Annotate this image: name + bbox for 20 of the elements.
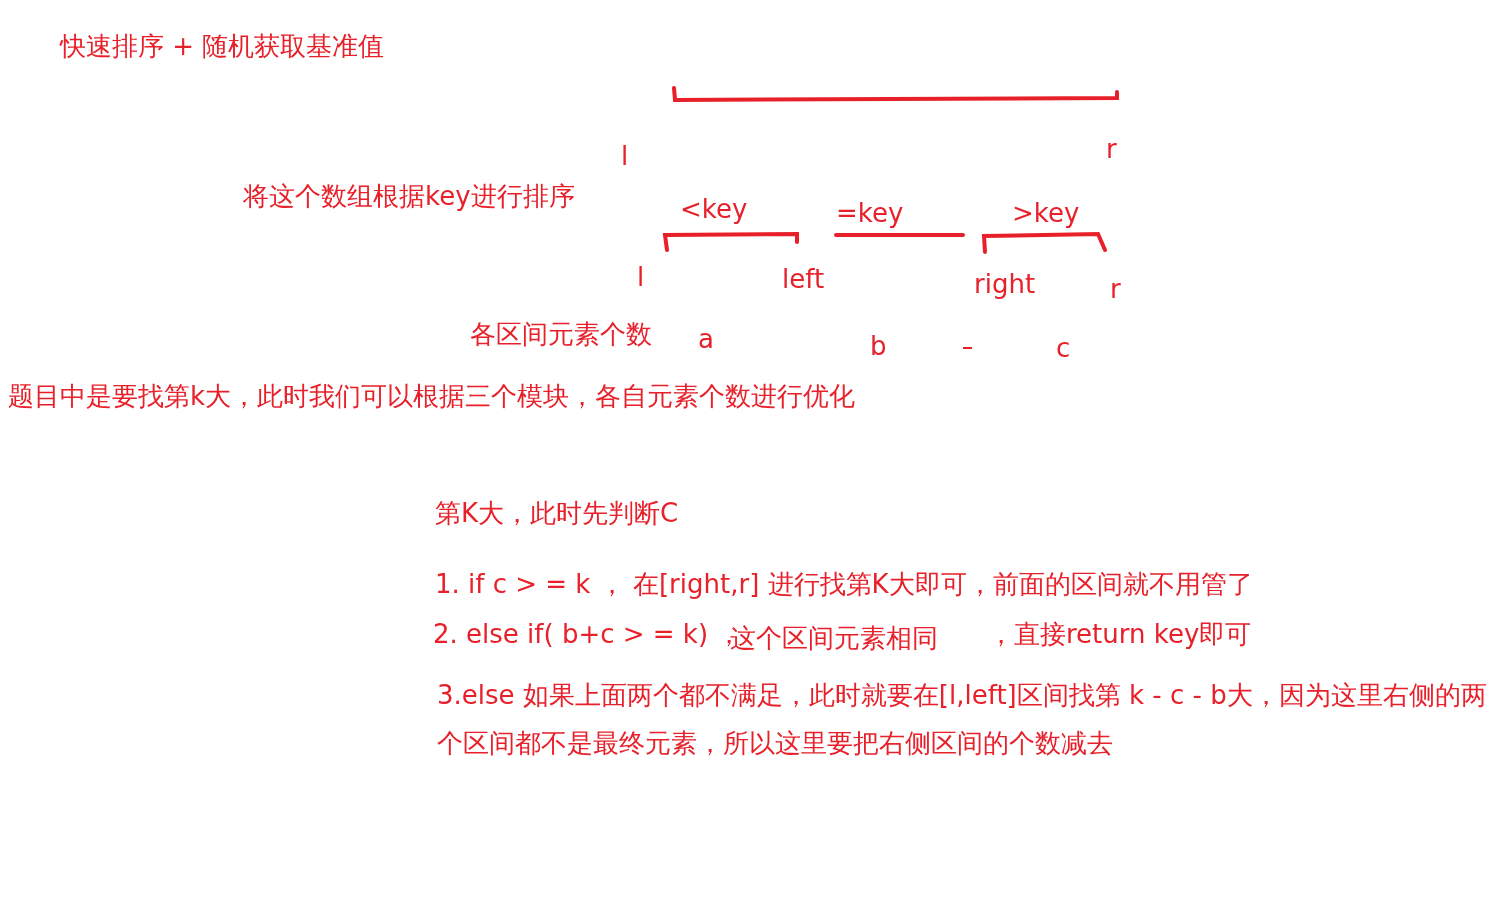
range-end-label: r bbox=[1106, 133, 1117, 166]
annotation-text: 题目中是要找第k大，此时我们可以根据三个模块，各自元素个数进行优化 bbox=[8, 380, 856, 413]
title-text: 快速排序 + 随机获取基准值 bbox=[60, 30, 385, 63]
rule-text: 3.else 如果上面两个都不满足，此时就要在[l,left]区间找第 k - c - b大，因为这里右侧的两个区间都不是最终元素，所以这里要把右侧区间的个数减去 bbox=[437, 679, 1488, 760]
range-label: =key bbox=[836, 197, 904, 230]
range-end-label: l bbox=[637, 261, 645, 294]
count-label: c bbox=[1056, 332, 1071, 365]
range-label: <key bbox=[680, 193, 748, 226]
count-label: a bbox=[698, 323, 714, 356]
rule-text: ，直接return key即可 bbox=[988, 618, 1252, 651]
range-end-label: l bbox=[621, 140, 629, 173]
range-label: >key bbox=[1012, 197, 1080, 230]
count-label: b bbox=[870, 330, 887, 363]
range-end-label: left bbox=[782, 263, 825, 296]
range-end-label: r bbox=[1110, 273, 1121, 306]
range-end-label: right bbox=[974, 268, 1036, 301]
rule-text: 1. if c > = k ， 在[right,r] 进行找第K大即可，前面的区间就不用管了 bbox=[435, 568, 1253, 601]
annotation-text: 第K大，此时先判断C bbox=[435, 497, 679, 530]
annotation-text: 将这个数组根据key进行排序 bbox=[243, 180, 575, 213]
annotation-text: 各区间元素个数 bbox=[470, 318, 652, 351]
